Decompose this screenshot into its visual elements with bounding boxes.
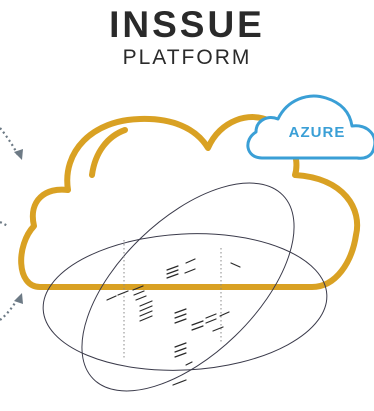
incoming-arrows: [0, 127, 19, 321]
dash-mark: [205, 318, 217, 324]
ellipse-flat: [42, 233, 328, 371]
dash-mark: [139, 300, 153, 307]
dash-mark: [139, 310, 153, 317]
arrow-top: [0, 127, 19, 156]
dash-mark: [174, 352, 187, 358]
dash-mark: [184, 268, 196, 274]
dash-mark: [166, 269, 179, 275]
azure-label: AZURE: [289, 124, 346, 141]
platform-title: INSSUE: [109, 4, 265, 45]
dash-mark: [174, 308, 187, 314]
dash-mark: [185, 258, 196, 264]
arrow-middle: [0, 221, 9, 227]
arrow-heads: [14, 149, 23, 304]
dash-mark: [230, 262, 241, 268]
arrow-bottom-head: [14, 293, 23, 304]
dash-mark: [174, 318, 187, 324]
dash-mark: [191, 325, 204, 331]
dash-mark: [191, 320, 204, 326]
dash-mark: [174, 347, 187, 353]
dash-mark: [166, 265, 179, 271]
platform-subtitle: PLATFORM: [122, 46, 252, 69]
ellipse-tilted: [81, 182, 295, 392]
dash-mark: [132, 285, 144, 291]
cloud-highlight-arc: [89, 127, 128, 178]
main-cloud: [18, 114, 361, 290]
dash-mark: [117, 290, 129, 296]
dash-mark: [172, 379, 187, 386]
dash-mark: [139, 305, 153, 312]
dash-mark: [106, 295, 117, 301]
dash-mark: [166, 273, 179, 279]
dash-mark: [139, 315, 153, 322]
dash-mark: [174, 313, 187, 319]
dash-mark: [133, 290, 145, 296]
dash-mark: [135, 295, 147, 301]
dash-mark: [219, 311, 230, 317]
dash-mark: [212, 326, 224, 332]
dash-marks: [106, 258, 241, 386]
arrow-top-head: [14, 149, 23, 160]
dash-mark: [185, 361, 193, 366]
dash-mark: [205, 313, 217, 319]
dash-mark: [174, 342, 187, 348]
